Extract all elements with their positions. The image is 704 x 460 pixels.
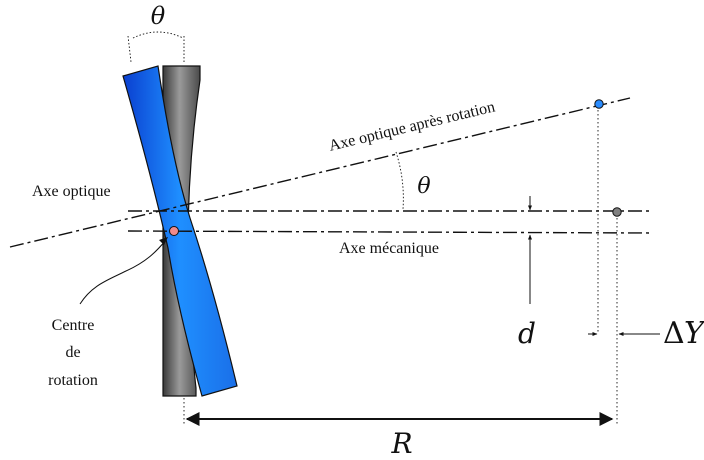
rotated-optical-axis-line — [9, 97, 631, 248]
rotated-axis-point — [594, 99, 604, 109]
theta-angle-label: θ — [417, 174, 430, 199]
mechanical-axis-point — [612, 207, 622, 217]
r-label: R — [390, 427, 412, 460]
rotated-axis-label: Axe optique après rotation — [327, 98, 496, 154]
optical-axis-label: Axe optique — [32, 183, 111, 200]
centre-label-line3: rotation — [48, 372, 98, 389]
centre-label-line1: Centre — [52, 317, 95, 334]
mechanical-axis-label: Axe mécanique — [339, 240, 439, 257]
rotation-center-pointer — [79, 239, 167, 305]
rotation-center-point — [169, 226, 179, 236]
axis-angle-arc — [395, 151, 404, 210]
theta-top-label: θ — [151, 2, 166, 30]
d-label: d — [518, 317, 536, 350]
y-letter: Y — [684, 316, 704, 351]
centre-label-line2: de — [65, 344, 80, 361]
mechanical-axis-line — [127, 230, 653, 234]
delta-symbol: Δ — [663, 316, 685, 351]
delta-y-label: Δ Y — [663, 316, 704, 351]
rotation-center-pointer-head — [159, 237, 168, 245]
rotation-angle-top — [127, 31, 185, 63]
